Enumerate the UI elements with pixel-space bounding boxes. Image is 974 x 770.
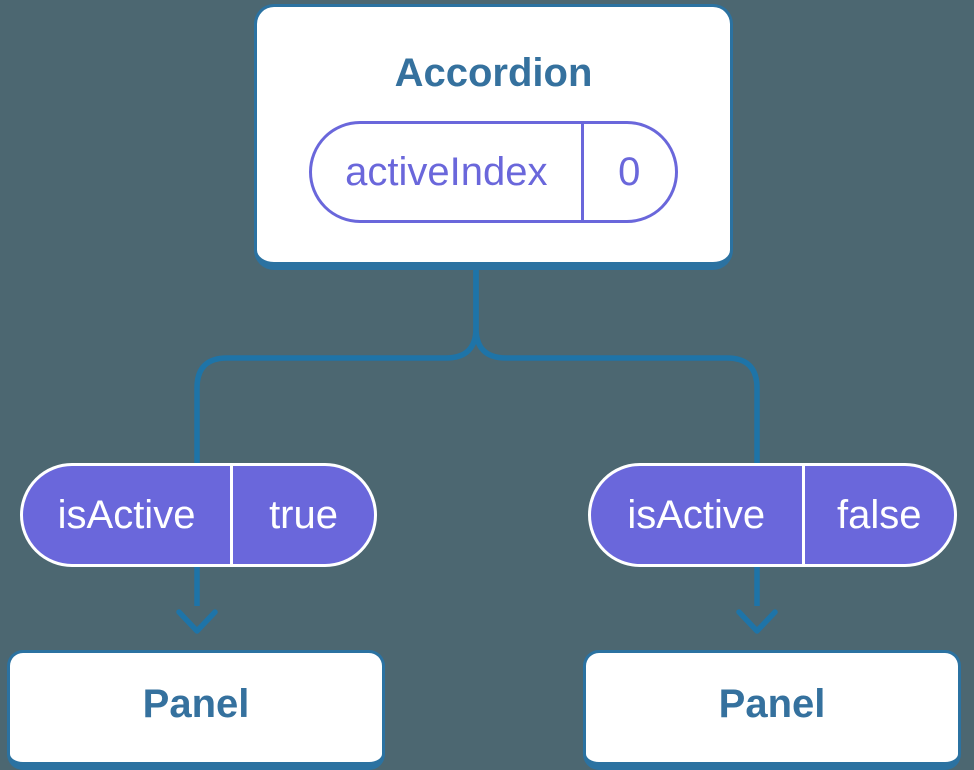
prop-pill-right-key: isActive bbox=[627, 493, 766, 537]
panel-node-left: Panel bbox=[7, 650, 385, 770]
arrowhead-right-icon bbox=[736, 609, 778, 634]
connector-branch-left bbox=[194, 262, 479, 606]
accordion-node: Accordion activeIndex 0 bbox=[254, 4, 733, 270]
panel-node-right: Panel bbox=[583, 650, 961, 770]
prop-pill-left: isActive true bbox=[20, 463, 377, 567]
state-pill-key: activeIndex bbox=[345, 150, 548, 194]
panel-node-left-title: Panel bbox=[142, 682, 250, 726]
arrowhead-left-icon bbox=[176, 609, 218, 634]
prop-pill-right-divider bbox=[801, 466, 805, 564]
connector-branch-right bbox=[473, 262, 760, 606]
prop-pill-left-key: isActive bbox=[57, 493, 196, 537]
prop-pill-left-value: true bbox=[269, 493, 338, 537]
state-pill-value: 0 bbox=[618, 150, 641, 194]
state-pill-divider bbox=[580, 124, 584, 220]
state-pill: activeIndex 0 bbox=[309, 121, 678, 223]
panel-node-right-title: Panel bbox=[718, 682, 826, 726]
prop-pill-right-value: false bbox=[837, 493, 922, 537]
prop-pill-right: isActive false bbox=[588, 463, 957, 567]
prop-pill-left-divider bbox=[230, 466, 234, 564]
accordion-node-title: Accordion bbox=[394, 51, 593, 95]
